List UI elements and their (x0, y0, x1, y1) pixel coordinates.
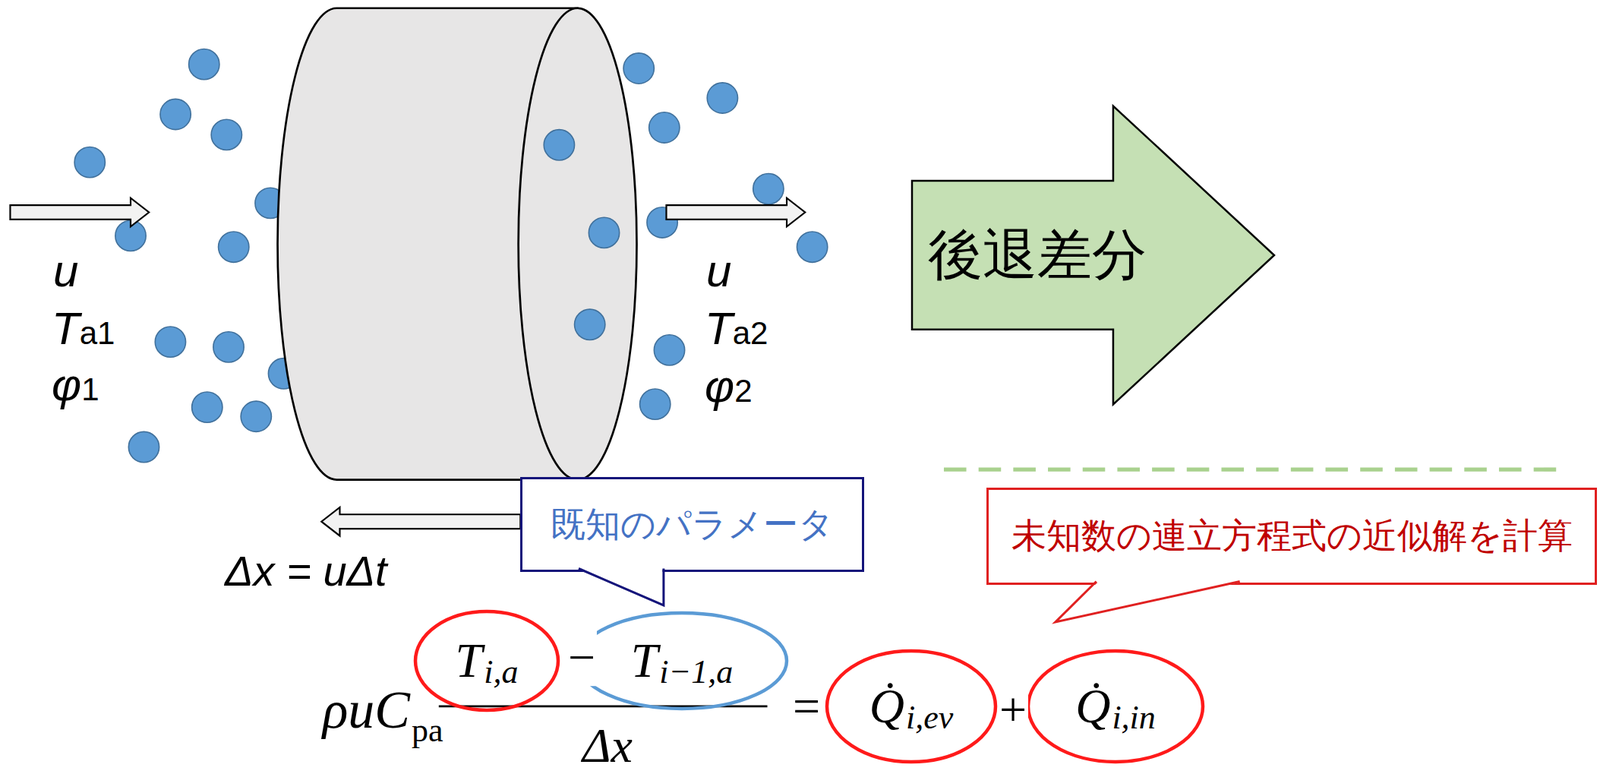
ellipse-outline (826, 650, 996, 762)
particle (74, 147, 105, 178)
particle (240, 400, 272, 432)
highlight-ellipse: Ti,a (413, 609, 561, 713)
equation-term: ρuC (322, 679, 411, 742)
ellipse-outline (415, 611, 559, 711)
equation-operator: = (791, 678, 822, 735)
equation-denominator: Δx (582, 717, 633, 774)
callout-tail (520, 569, 865, 609)
process-arrow: 後退差分 (911, 104, 1276, 406)
particle (213, 331, 244, 363)
callout-box: 既知のパラメータ (520, 476, 865, 572)
humidity-symbol: φ2 (704, 359, 753, 413)
step-formula: Δx = uΔt (224, 546, 388, 596)
particle (154, 326, 186, 357)
node-text: i,a (483, 652, 518, 692)
humidity-symbol: φ1 (51, 358, 100, 411)
tail-outline (1055, 581, 1241, 623)
divider-line (943, 467, 1556, 471)
particle (543, 129, 575, 161)
outflow-arrow (665, 198, 805, 228)
velocity-symbol: u (706, 244, 732, 297)
node-text: Q̇ (1075, 678, 1111, 735)
node-text: T (455, 632, 483, 689)
particle (649, 112, 680, 143)
particle (796, 231, 827, 262)
particle (706, 82, 738, 114)
node-text: 未知数の連立方程式の近似解を計算 (1011, 512, 1573, 560)
particle (588, 217, 619, 248)
inflow-arrow (9, 198, 149, 228)
particle (189, 49, 220, 80)
particle (160, 98, 191, 130)
highlight-ellipse: Q̇i,ev (824, 648, 998, 764)
particle-group (74, 49, 828, 463)
particle (218, 231, 250, 262)
ellipse-outline (577, 612, 787, 709)
node-text: i,ev (905, 697, 954, 737)
node-text: Q̇ (869, 678, 905, 735)
highlight-ellipse: Q̇i,in (1025, 648, 1206, 764)
cylinder-face (518, 8, 638, 480)
velocity-symbol: u (53, 244, 79, 297)
illustration-group (9, 8, 1556, 707)
particle (192, 391, 223, 423)
node-text: T (631, 632, 659, 689)
tail-outline (578, 568, 664, 606)
equation-operator: + (997, 681, 1029, 739)
node-text: i,in (1111, 697, 1156, 737)
particle (753, 173, 784, 204)
highlight-ellipse: Ti−1,a (574, 610, 789, 711)
node-text: i−1,a (659, 652, 733, 692)
particle (128, 431, 159, 462)
callout-box: 未知数の連立方程式の近似解を計算 (986, 487, 1597, 585)
callout-tail (986, 582, 1597, 625)
temperature-symbol: Ta1 (51, 302, 115, 355)
particle (653, 334, 685, 366)
particle (623, 53, 654, 84)
particle (640, 388, 671, 420)
step-arrow (321, 507, 521, 537)
temperature-symbol: Ta2 (704, 302, 768, 355)
particle (211, 119, 242, 150)
arrow-outline (912, 106, 1275, 405)
node-text: 既知のパラメータ (550, 501, 834, 549)
ellipse-outline (1028, 650, 1203, 762)
particle (574, 309, 606, 340)
node-text: 後退差分 (927, 218, 1147, 292)
equation-operator: − (566, 629, 597, 686)
equation-subscript: pa (411, 711, 444, 751)
